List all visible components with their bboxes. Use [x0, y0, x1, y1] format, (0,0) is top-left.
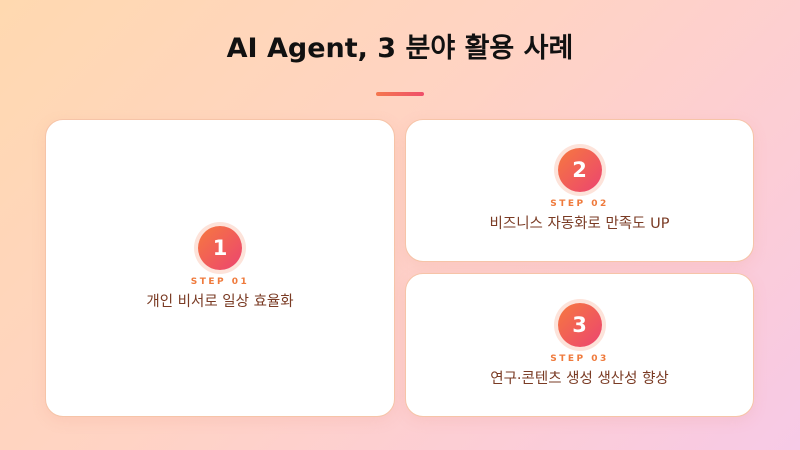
- step-number-badge: 1: [198, 225, 242, 270]
- title-underline: [376, 92, 424, 96]
- step-label: STEP 02: [550, 199, 609, 209]
- card-step-2: 2 STEP 02 비즈니스 자동화로 만족도 UP: [405, 119, 754, 262]
- card-step-3: 3 STEP 03 연구·콘텐츠 생성 생산성 향상: [405, 273, 754, 417]
- step-number-badge: 2: [557, 148, 602, 192]
- step-description: 비즈니스 자동화로 만족도 UP: [489, 216, 670, 232]
- step-label: STEP 01: [190, 276, 250, 287]
- step-number-badge: 3: [557, 302, 602, 347]
- step-description: 개인 비서로 일상 효율화: [146, 293, 294, 310]
- step-label: STEP 03: [550, 353, 609, 364]
- step-description: 연구·콘텐츠 생성 생산성 향상: [490, 370, 669, 387]
- card-step-1: 1 STEP 01 개인 비서로 일상 효율화: [45, 119, 395, 417]
- page-title: AI Agent, 3 분야 활용 사례: [226, 33, 574, 64]
